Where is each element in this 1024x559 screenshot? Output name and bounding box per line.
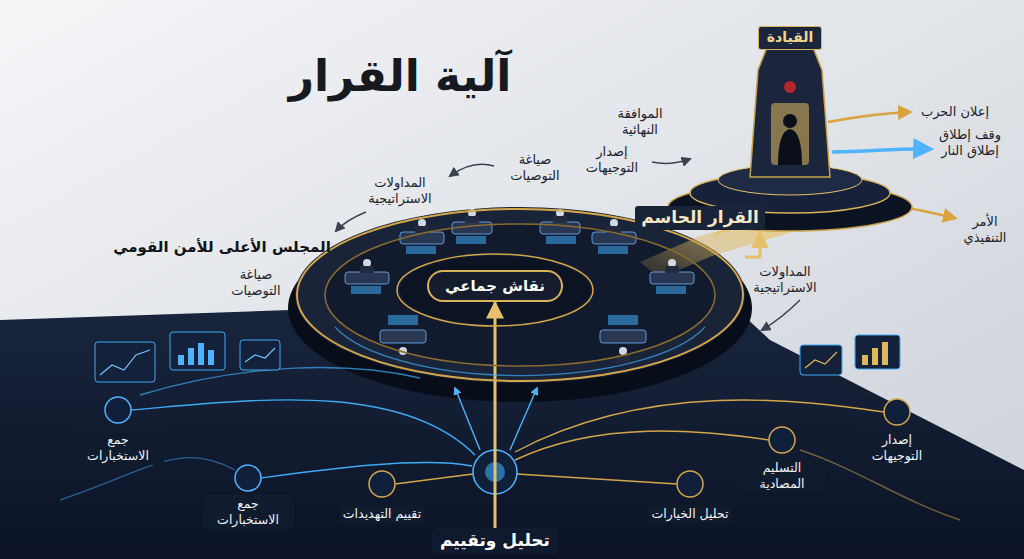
connector — [745, 232, 760, 257]
emblem — [784, 81, 796, 93]
step-label: جمع الاستخبارات — [73, 431, 164, 464]
discussion-pill: نقاش جماعي — [427, 270, 563, 303]
edge-label: القرار الحاسم — [635, 206, 764, 229]
council-ring — [325, 224, 715, 366]
node-text: تحليل وتقييم — [440, 530, 550, 551]
glow — [771, 103, 809, 165]
leadership-plate: القيادة — [758, 26, 823, 50]
step-label: الموافقة النهائية — [603, 106, 678, 139]
step-label: الأمر التنفيذي — [954, 214, 1016, 247]
council-ring — [397, 254, 593, 326]
council-ring — [297, 209, 743, 381]
step-label: إعلان الحرب — [921, 104, 989, 120]
step-label: المداولات الاستراتيجية — [735, 264, 835, 297]
connector — [494, 302, 497, 528]
council-platform: المجلس الأعلى للأمن القومينقاش جماعي — [295, 207, 745, 383]
tower — [750, 27, 830, 177]
step-label: صياغة التوصيات — [216, 267, 296, 300]
step-label: التسليم المصادية — [739, 459, 825, 492]
node-text: نقاش جماعي — [445, 277, 545, 296]
step-label: إصدار التوجيهات — [572, 144, 652, 177]
step-label: المداولات الاستراتيجية — [350, 175, 450, 208]
title: آلية القرار — [289, 48, 512, 103]
step-label: إصدار التوجيهات — [854, 431, 940, 464]
council-heading: المجلس الأعلى للأمن القومي — [113, 238, 331, 257]
analysis-hub: تحليل وتقييم — [432, 528, 558, 553]
step-label: تحليل الخيارات — [648, 505, 731, 523]
step-label: تقييم التهديدات — [340, 505, 424, 523]
leader-figure — [778, 129, 802, 165]
step-label: وقف إطلاق إطلاق النار — [930, 127, 1010, 160]
step-label: جمع الاستخبارات — [203, 495, 294, 528]
leadership-tower: القيادة — [665, 25, 915, 232]
leadership-tower-shape — [665, 25, 915, 232]
step-label: صياغة التوصيات — [495, 152, 575, 185]
council-ring — [335, 327, 705, 376]
leader-figure — [783, 114, 797, 128]
